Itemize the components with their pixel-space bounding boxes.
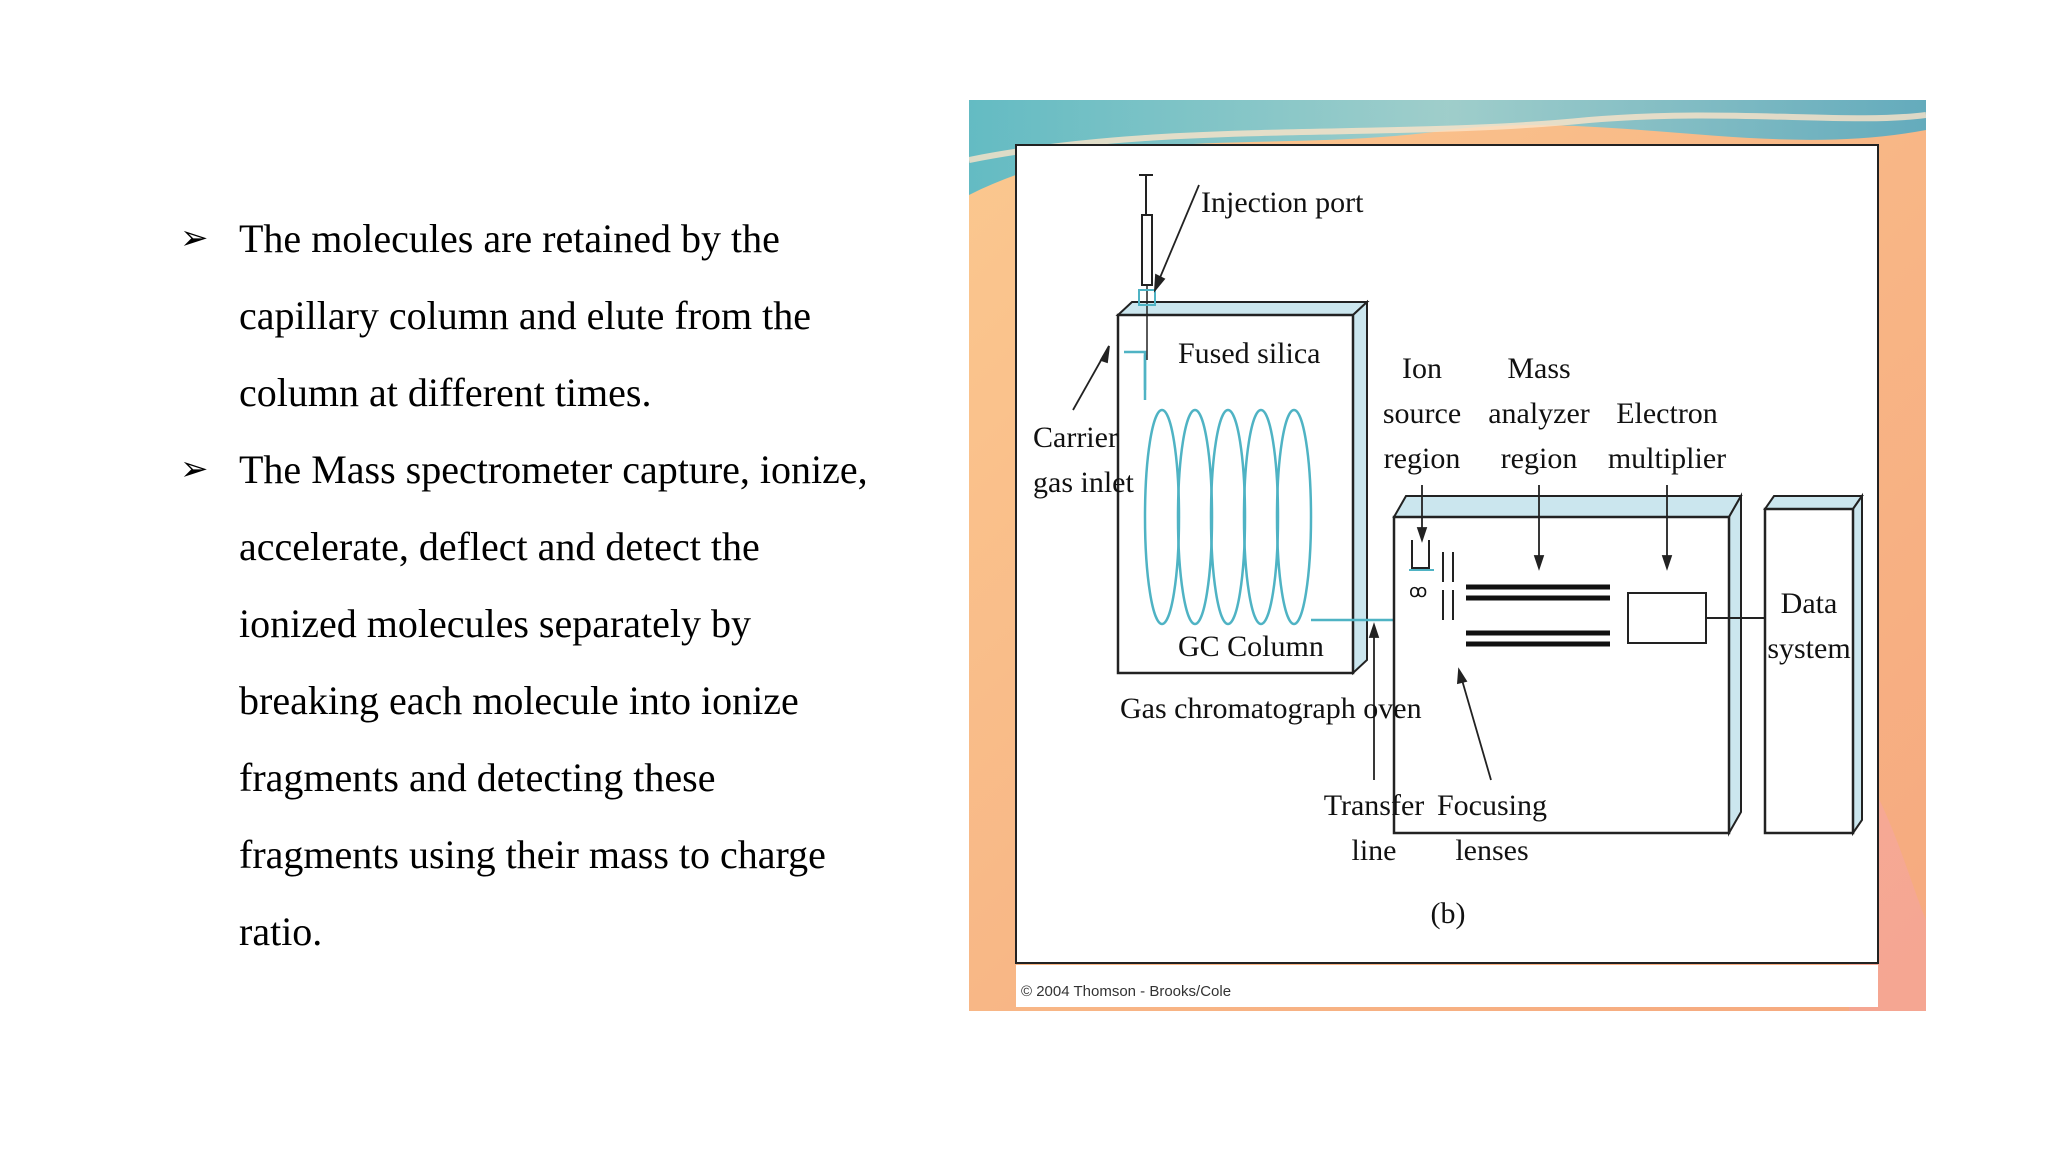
injection-port-arrow: [1158, 184, 1200, 281]
bullet-line: The Mass spectrometer capture, ionize,: [239, 447, 868, 492]
bullet-line: The molecules are retained by the: [239, 216, 780, 261]
arrowhead-icon: [1099, 345, 1110, 364]
ion-label-3: region: [1384, 442, 1461, 475]
bullet-line: breaking each molecule into ionize: [239, 678, 799, 723]
fused-silica-label: Fused silica: [1178, 337, 1321, 370]
electron-label-1: Electron: [1616, 397, 1718, 430]
arrowhead-bullet-icon: ➢: [180, 218, 209, 258]
bullet-line: capillary column and elute from the: [239, 293, 812, 338]
bullet-list: ➢ The molecules are retained by the capi…: [180, 200, 940, 970]
arrowhead-icon: [1457, 667, 1468, 685]
gc-oven-label: Gas chromatograph oven: [1120, 692, 1422, 725]
bullet-line: ionized molecules separately by: [239, 601, 752, 646]
bullet-item: ➢ The Mass spectrometer capture, ionize,…: [180, 431, 940, 970]
wave-line-decoration: [969, 112, 1926, 163]
mass-label-2: analyzer: [1488, 397, 1590, 430]
arrowhead-icon: [1368, 622, 1380, 638]
svg-text:ꝏ: ꝏ: [1409, 581, 1427, 601]
data-system-box: [1763, 492, 1864, 837]
focusing-lenses-icon: [1442, 552, 1454, 620]
carrier-gas-line: [1124, 350, 1147, 390]
data-label-2: system: [1767, 632, 1850, 665]
carrier-gas-arrow: [1072, 354, 1105, 411]
ion-label-2: source: [1383, 397, 1461, 430]
arrowhead-bullet-icon: ➢: [180, 449, 209, 489]
gc-column-label: GC Column: [1178, 630, 1324, 663]
bullet-line: accelerate, deflect and detect the: [239, 524, 760, 569]
focusing-label-1: Focusing: [1437, 789, 1547, 822]
gas-inlet-label: gas inlet: [1033, 466, 1134, 499]
mass-label-1: Mass: [1507, 352, 1570, 385]
bullet-item: ➢ The molecules are retained by the capi…: [180, 200, 940, 431]
transfer-label-2: line: [1352, 834, 1397, 867]
electron-label-2: multiplier: [1608, 442, 1726, 475]
copyright-text: © 2004 Thomson - Brooks/Cole: [1021, 983, 1231, 1000]
injection-port-label: Injection port: [1201, 186, 1364, 219]
gcms-diagram-figure: ꝏ Injection port Fused silica Carrier: [969, 100, 1926, 1011]
gcms-diagram: ꝏ Injection port Fused silica Carrier: [969, 100, 1926, 1011]
bullet-line: column at different times.: [239, 370, 652, 415]
focusing-label-2: lenses: [1455, 834, 1528, 867]
arrowhead-icon: [1661, 555, 1673, 571]
bullet-line: fragments using their mass to charge: [239, 832, 826, 877]
copyright-strip: [1016, 965, 1878, 1007]
mass-label-3: region: [1501, 442, 1578, 475]
injection-syringe-icon: [1138, 174, 1156, 360]
mass-analyzer-rods: [1466, 584, 1610, 647]
data-label-1: Data: [1781, 587, 1838, 620]
bullet-line: fragments and detecting these: [239, 755, 716, 800]
panel-label: (b): [1431, 897, 1466, 930]
bullet-line: ratio.: [239, 909, 323, 954]
mass-spectrometer-box: [1392, 492, 1743, 837]
arrowhead-icon: [1153, 273, 1166, 293]
teal-wave-decoration: [969, 100, 1926, 195]
arrowhead-icon: [1416, 527, 1428, 543]
focusing-lenses-arrow: [1461, 679, 1492, 781]
arrowhead-icon: [1533, 555, 1545, 571]
ion-label-1: Ion: [1402, 352, 1442, 385]
electron-multiplier-box: [1627, 592, 1707, 644]
carrier-label: Carrier: [1033, 421, 1118, 454]
ion-source-icon: ꝏ: [1409, 540, 1434, 601]
transfer-label-1: Transfer: [1324, 789, 1425, 822]
